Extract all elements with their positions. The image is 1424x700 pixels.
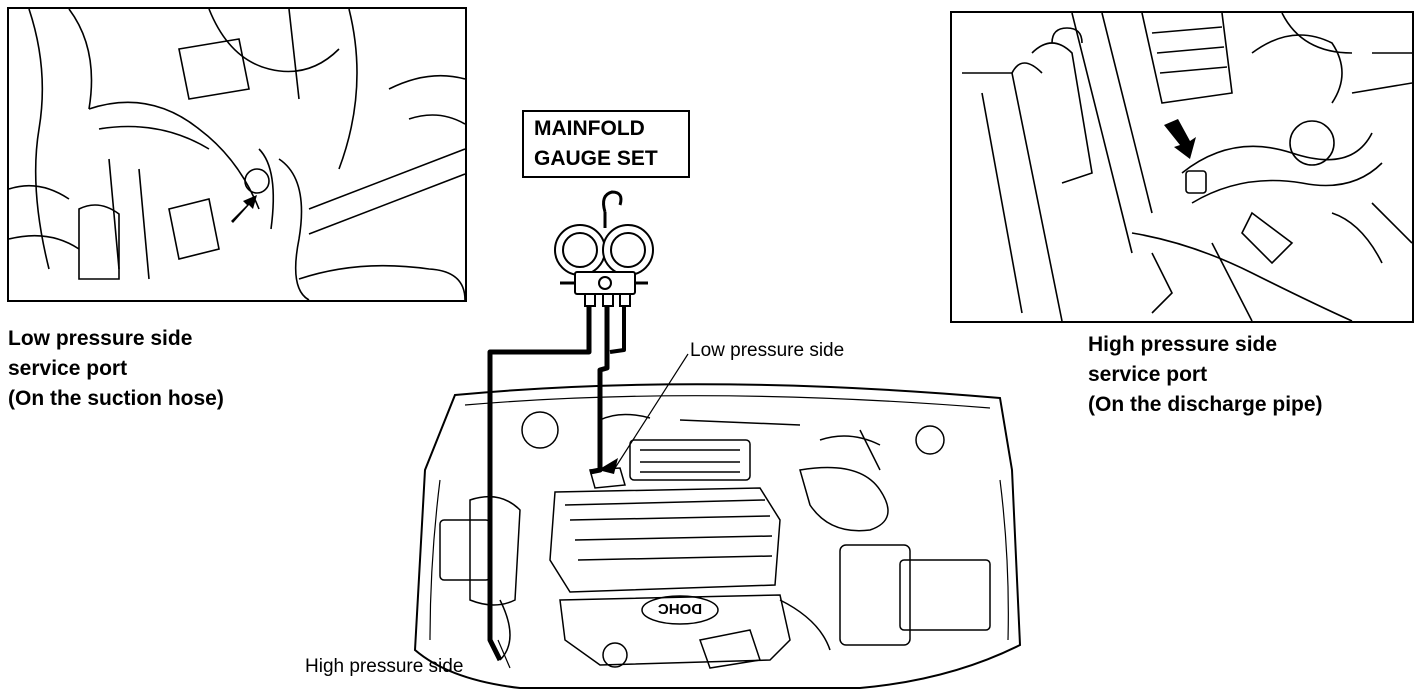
gauge-title-line2: GAUGE SET [534,147,658,170]
low-pressure-port-illustration [9,9,465,300]
manifold-gauge [554,190,654,307]
hood-outline [413,383,1022,689]
high-pressure-leader [497,639,511,669]
low-pressure-port-caption: Low pressure side service port (On the s… [8,324,224,414]
engine-badge-label: DOHC [658,600,702,617]
caption-line: (On the suction hose) [8,387,224,410]
high-pressure-port-illustration [962,13,1412,321]
caption-line: High pressure side [1088,333,1278,356]
charge-hose [609,306,626,354]
gauge-title-line1: MAINFOLD [534,117,645,140]
low-pressure-arrow-icon [231,195,257,223]
low-pressure-port-inset [7,7,467,302]
caption-line: service port [1088,363,1208,386]
caption-line: service port [8,357,128,380]
caption-line: (On the discharge pipe) [1088,393,1323,416]
service-hoses [487,306,626,662]
engine-block [439,411,991,669]
low-pressure-hose [589,306,610,475]
low-pressure-leader [614,353,689,469]
high-pressure-port-caption: High pressure side service port (On the … [1088,330,1323,420]
caption-line: Low pressure side [8,327,193,350]
manifold-gauge-title: MAINFOLD GAUGE SET [522,110,690,178]
high-pressure-side-label: High pressure side [305,656,464,677]
high-pressure-port-inset [950,11,1414,323]
low-pressure-side-label: Low pressure side [690,340,845,361]
high-pressure-hose [487,306,592,662]
engine-badge [641,595,719,625]
high-pressure-arrow-icon [1164,119,1196,159]
